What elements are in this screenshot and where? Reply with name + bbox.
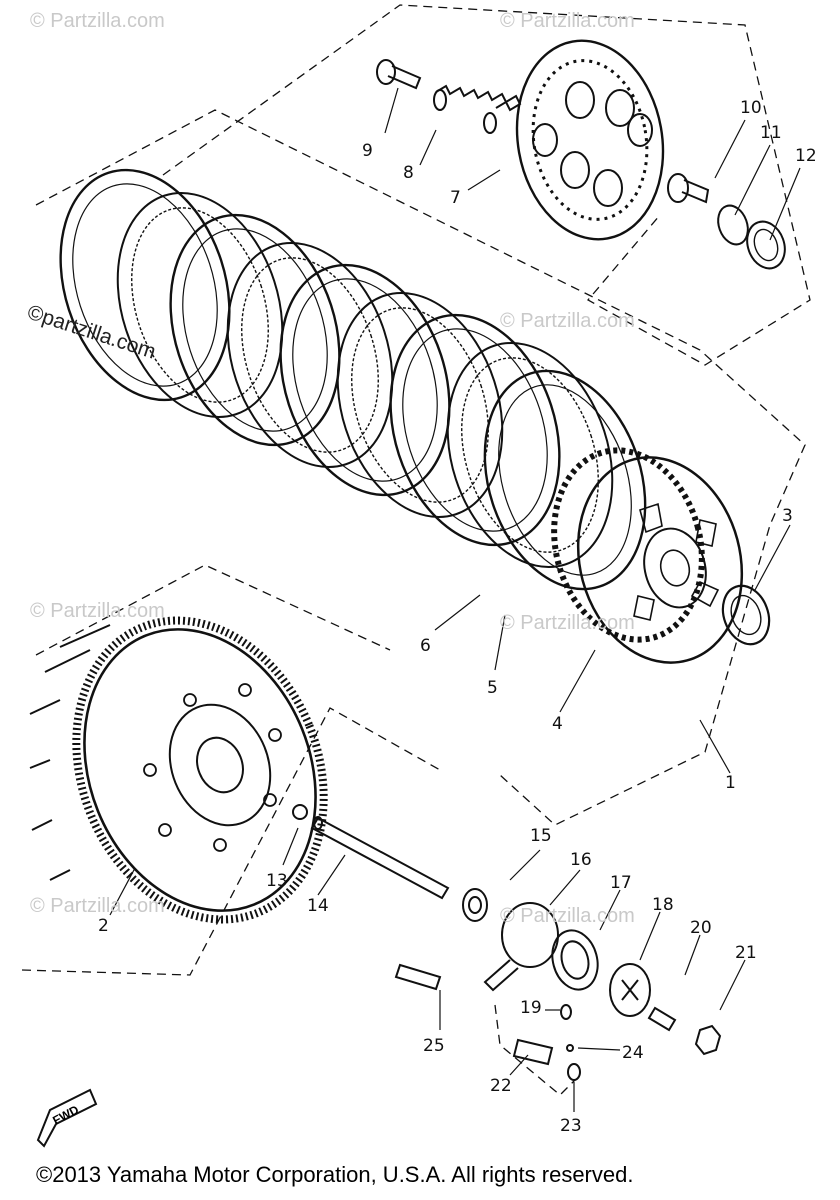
primary-driven-gear	[29, 616, 328, 924]
callout-12: 12	[795, 146, 817, 166]
assembly-boundaries	[21, 4, 811, 1096]
push-rod	[292, 804, 450, 900]
spring-25	[394, 963, 442, 991]
callout-25: 25	[423, 1036, 445, 1056]
pressure-plate-boundary	[162, 4, 811, 366]
ball	[292, 804, 308, 820]
callout-20: 20	[690, 918, 712, 938]
callout-10: 10	[740, 98, 762, 118]
callout-4: 4	[552, 714, 563, 734]
push-rod-parts	[667, 173, 786, 270]
primary-gear-boundary-top	[35, 564, 391, 656]
bearing	[462, 888, 488, 922]
callout-6: 6	[420, 636, 431, 656]
friction-plate	[169, 213, 341, 447]
oil-seal	[551, 929, 599, 991]
clutch-spring	[433, 84, 522, 134]
callout-8: 8	[403, 163, 414, 183]
pressure-plate	[515, 39, 665, 241]
watermark: © Partzilla.com	[500, 905, 635, 927]
steel-plate	[446, 342, 614, 568]
lever-boundary	[494, 1004, 576, 1096]
fwd-arrow-icon	[36, 1088, 98, 1148]
watermark: © Partzilla.com	[500, 10, 635, 32]
push-rod-end	[667, 173, 689, 203]
callout-22: 22	[490, 1076, 512, 1096]
pin-24	[566, 1044, 574, 1052]
callout-21: 21	[735, 943, 757, 963]
callout-16: 16	[570, 850, 592, 870]
watermark: © Partzilla.com	[500, 310, 635, 332]
watermark: © Partzilla.com	[30, 10, 165, 32]
callout-9: 9	[362, 141, 373, 161]
push-lever-shaft	[501, 902, 559, 968]
callout-18: 18	[652, 895, 674, 915]
circlip	[717, 204, 749, 246]
callout-15: 15	[530, 826, 552, 846]
watermark: © Partzilla.com	[30, 895, 165, 917]
copyright-notice: ©2013 Yamaha Motor Corporation, U.S.A. A…	[36, 1162, 634, 1187]
friction-plate	[279, 263, 451, 497]
callout-5: 5	[487, 678, 498, 698]
thrust-washer	[721, 584, 771, 646]
friction-plate	[389, 313, 561, 547]
primary-gear-boundary-bottom	[21, 707, 441, 976]
callout-17: 17	[610, 873, 632, 893]
watermark: © Partzilla.com	[500, 612, 635, 634]
screw	[560, 1004, 572, 1020]
steel-plate	[116, 192, 284, 418]
callout-1: 1	[725, 773, 736, 793]
steel-plate	[226, 242, 394, 468]
friction-plate	[59, 168, 231, 402]
callout-24: 24	[622, 1043, 644, 1063]
callout-13: 13	[266, 871, 288, 891]
clutch-screw	[376, 59, 422, 90]
release-mechanism	[394, 888, 722, 1081]
lever-22	[512, 1038, 554, 1066]
leader-lines	[109, 87, 801, 1112]
friction-plate	[483, 369, 647, 591]
adjuster-nut-housing	[609, 963, 651, 1017]
washer	[746, 220, 786, 270]
clutch-boss	[551, 447, 744, 664]
steel-plate	[336, 292, 504, 518]
clutch-boss-boundary	[35, 109, 806, 826]
clutch-plate-stack	[59, 168, 647, 591]
callout-7: 7	[450, 188, 461, 208]
callout-14: 14	[307, 896, 329, 916]
callout-3: 3	[782, 506, 793, 526]
watermark: © Partzilla.com	[30, 600, 165, 622]
callout-23: 23	[560, 1116, 582, 1136]
bolt-23	[567, 1063, 581, 1081]
callout-2: 2	[98, 916, 109, 936]
lock-nut	[694, 1024, 722, 1056]
callout-11: 11	[760, 123, 782, 143]
adjuster-screw	[647, 1006, 677, 1032]
callout-19: 19	[520, 998, 542, 1018]
